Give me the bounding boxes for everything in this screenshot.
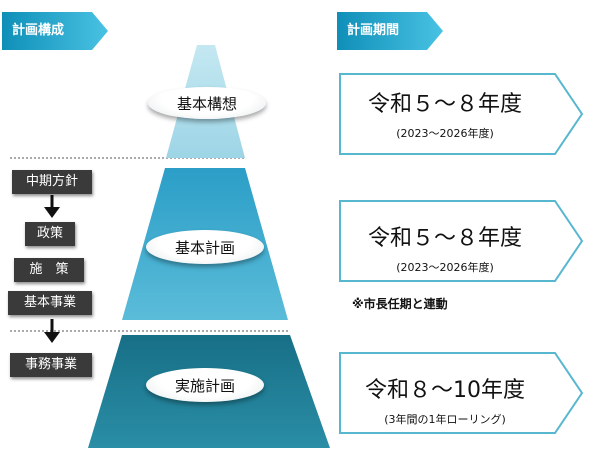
office-project-box: 事務事業 [10,353,92,377]
pyramid-middle-label: 基本計画 [146,230,264,264]
measure-box: 施 策 [14,258,84,282]
mid-term-policy-box: 中期方針 [12,170,92,194]
period-box-3 [339,352,584,434]
pyramid-top-label: 基本構想 [148,87,266,119]
period-header: 計画期間 [347,23,400,38]
period-1-main: 令和５～８年度 [367,92,522,117]
period-3-main: 令和８～10年度 [365,378,525,403]
pyramid-top-label-text: 基本構想 [176,94,237,113]
pyramid-bottom-label-text: 実施計画 [174,376,235,395]
basic-project-box: 基本事業 [8,291,92,315]
composition-header: 計画構成 [12,23,65,38]
period-box-1 [339,73,584,155]
term-note: ※市長任期と連動 [352,297,448,311]
pyramid-middle-label-text: 基本計画 [174,238,235,257]
period-header-arrow [337,12,443,50]
pyramid-bottom-label: 実施計画 [146,368,264,402]
period-2-main: 令和５～８年度 [367,226,522,251]
arrow-down-icon [44,195,60,218]
policy-box: 政策 [25,222,75,246]
composition-header-arrow [2,12,108,50]
arrow-down-icon [44,319,60,343]
period-1-sub: (2023～2026年度) [396,127,494,140]
period-2-sub: (2023～2026年度) [396,261,494,274]
period-3-sub: (3年間の1年ローリング) [384,413,506,426]
period-box-2 [339,200,584,282]
